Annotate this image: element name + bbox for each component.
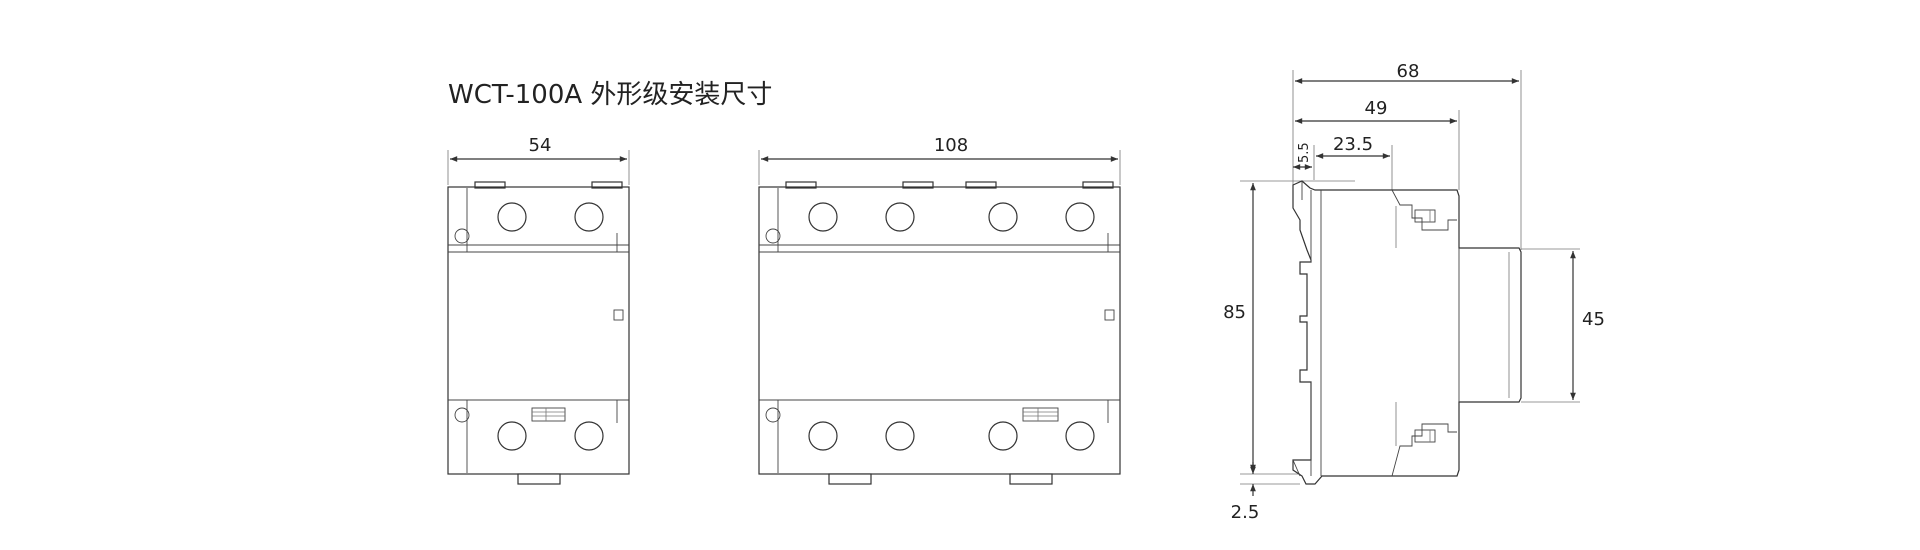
indicator-window [1104, 309, 1115, 321]
terminal-icon [808, 202, 838, 232]
terminal-icon [885, 421, 915, 451]
din-clip [828, 473, 872, 485]
terminal-icon [988, 202, 1018, 232]
terminal-icon [988, 421, 1018, 451]
dim-label-85: 85 [1223, 302, 1246, 323]
side-profile-outline [1292, 180, 1522, 485]
dim-label-54: 54 [529, 135, 552, 156]
terminal-icon [1065, 421, 1095, 451]
device-body-4p [758, 186, 1121, 475]
terminal-icon [1065, 202, 1095, 232]
front-view-2p: 54 [447, 135, 630, 485]
terminal-icon [497, 421, 527, 451]
drawing-title: WCT-100A 外形级安装尺寸 [448, 80, 772, 110]
front-view-4p: 108 [758, 135, 1121, 485]
screw-icon [765, 407, 781, 423]
dim-label-108: 108 [934, 135, 968, 156]
din-clip [1009, 473, 1053, 485]
dim-label-68: 68 [1397, 61, 1420, 82]
label-window [1022, 407, 1059, 422]
side-view: 68 49 23.5 5.5 85 2.5 45 [1223, 61, 1605, 523]
screw-icon [454, 228, 470, 244]
screw-icon [765, 228, 781, 244]
terminal-icon [885, 202, 915, 232]
dim-label-2-5: 2.5 [1231, 502, 1260, 523]
terminal-icon [808, 421, 838, 451]
screw-icon [454, 407, 470, 423]
dim-label-5-5: 5.5 [1297, 142, 1312, 163]
dim-label-23-5: 23.5 [1333, 134, 1373, 155]
din-clip [517, 473, 561, 485]
terminal-icon [574, 202, 604, 232]
label-window [531, 407, 566, 422]
dim-label-45: 45 [1582, 309, 1605, 330]
indicator-window [613, 309, 624, 321]
terminal-icon [497, 202, 527, 232]
dim-label-49: 49 [1365, 98, 1388, 119]
terminal-icon [574, 421, 604, 451]
